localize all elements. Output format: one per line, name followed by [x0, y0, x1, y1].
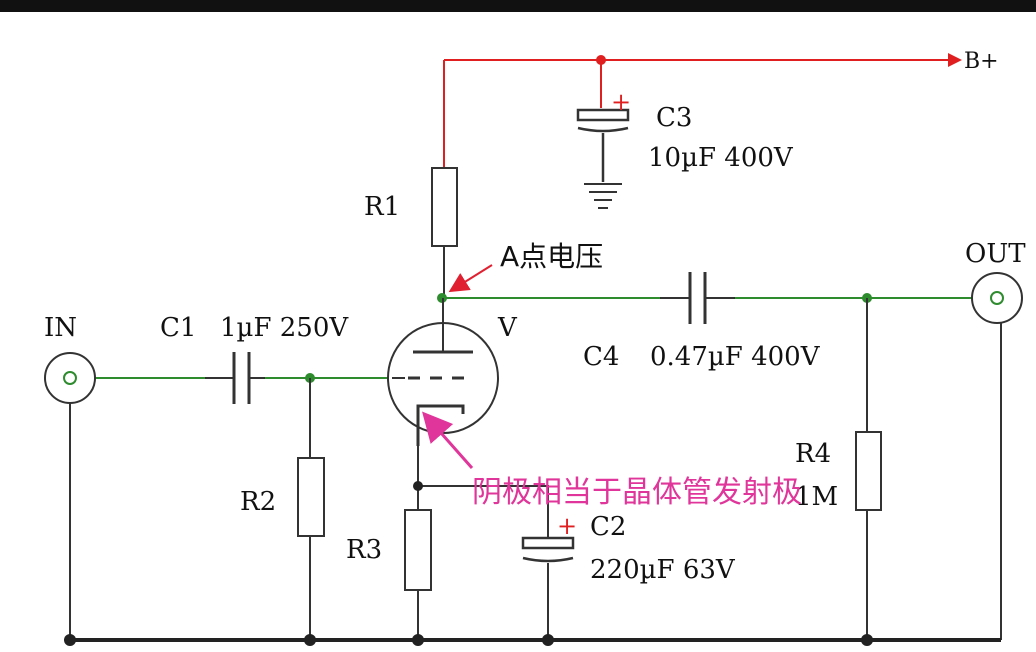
ground-nodes	[64, 634, 873, 646]
annotation-cathode-note: 阴极相当于晶体管发射极	[472, 475, 802, 510]
cathode-note-arrow	[422, 411, 474, 469]
capacitor-c1	[205, 352, 265, 404]
node-cathode	[413, 481, 423, 491]
label-b-plus: B+	[964, 49, 999, 74]
label-c4-value: 0.47µF 400V	[650, 342, 821, 372]
resistor-r2	[297, 378, 325, 640]
label-r4-value: 1M	[795, 482, 838, 512]
resistor-r4	[855, 298, 882, 640]
label-c1: C1	[160, 313, 196, 343]
label-c3: C3	[656, 103, 692, 133]
vacuum-tube	[387, 298, 499, 446]
label-c2-value: 220µF 63V	[590, 555, 736, 585]
label-r1: R1	[364, 192, 400, 222]
supply-wires	[443, 59, 948, 168]
annotation-point-a: A点电压	[500, 240, 603, 273]
label-c3-value: 10µF 400V	[648, 143, 794, 173]
label-r4: R4	[795, 439, 831, 469]
window-top-bar	[0, 0, 1036, 12]
capacitor-c3	[576, 108, 630, 182]
label-in: IN	[44, 313, 77, 343]
label-v: V	[497, 313, 518, 343]
point-a-arrow	[448, 264, 493, 293]
signal-wires	[95, 297, 972, 379]
capacitor-c4	[660, 272, 735, 324]
cathode-circuit	[404, 446, 549, 640]
label-out: OUT	[965, 239, 1026, 269]
plus-sign-c3: +	[611, 88, 631, 116]
label-c2: C2	[590, 512, 626, 542]
input-connector	[44, 352, 96, 404]
supply-node	[596, 55, 606, 65]
resistor-r1	[431, 167, 458, 247]
label-c1-value: 1µF 250V	[220, 313, 349, 343]
label-r3: R3	[346, 535, 382, 565]
capacitor-c2	[521, 536, 575, 640]
b-plus-arrow	[948, 53, 962, 67]
label-c4: C4	[583, 342, 619, 372]
plus-sign-c2: +	[557, 512, 577, 540]
output-connector	[971, 272, 1023, 324]
label-r2: R2	[240, 487, 276, 517]
ground-symbol-c3	[584, 183, 622, 209]
